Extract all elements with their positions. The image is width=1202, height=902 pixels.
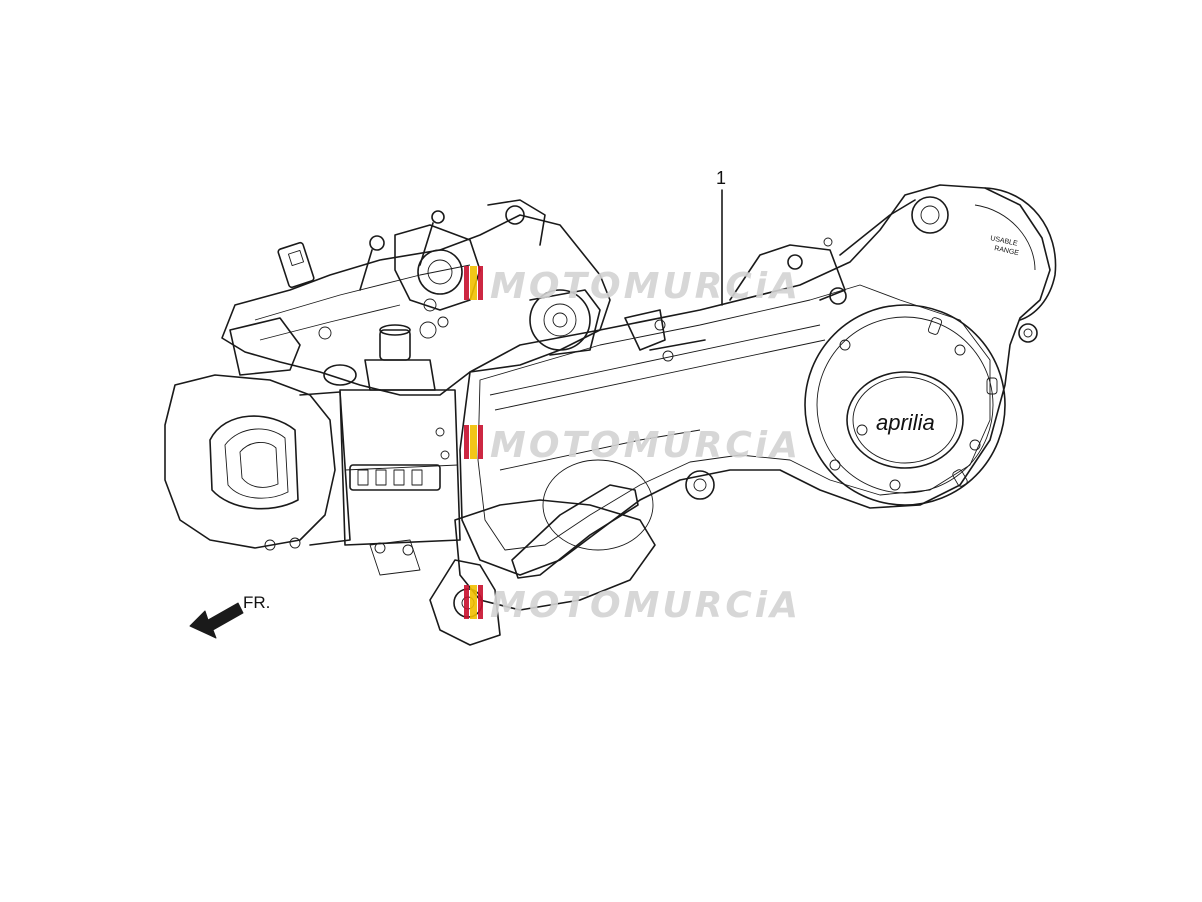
watermark-3: MOTOMURCiA <box>464 585 801 626</box>
watermark-text: MOTOMURCiA <box>490 425 801 466</box>
callout-number-1: 1 <box>716 168 726 188</box>
clutch-cover: aprilia <box>804 304 1006 506</box>
watermark-text: MOTOMURCiA <box>490 266 801 307</box>
front-arrow-icon <box>189 602 244 639</box>
direction-label: FR. <box>243 593 270 612</box>
air-intake <box>164 317 461 551</box>
callout-1: 1 <box>716 168 726 306</box>
front-direction-indicator: FR. <box>189 593 270 639</box>
rear-hub: USABLE RANGE <box>911 187 1057 343</box>
transmission-cover <box>459 184 1051 576</box>
brand-logo: aprilia <box>876 410 935 435</box>
watermark-2: MOTOMURCiA <box>464 425 801 466</box>
watermark-text: MOTOMURCiA <box>490 585 801 626</box>
swing-arm-bracket <box>624 199 916 362</box>
watermark-1: MOTOMURCiA <box>464 266 801 307</box>
